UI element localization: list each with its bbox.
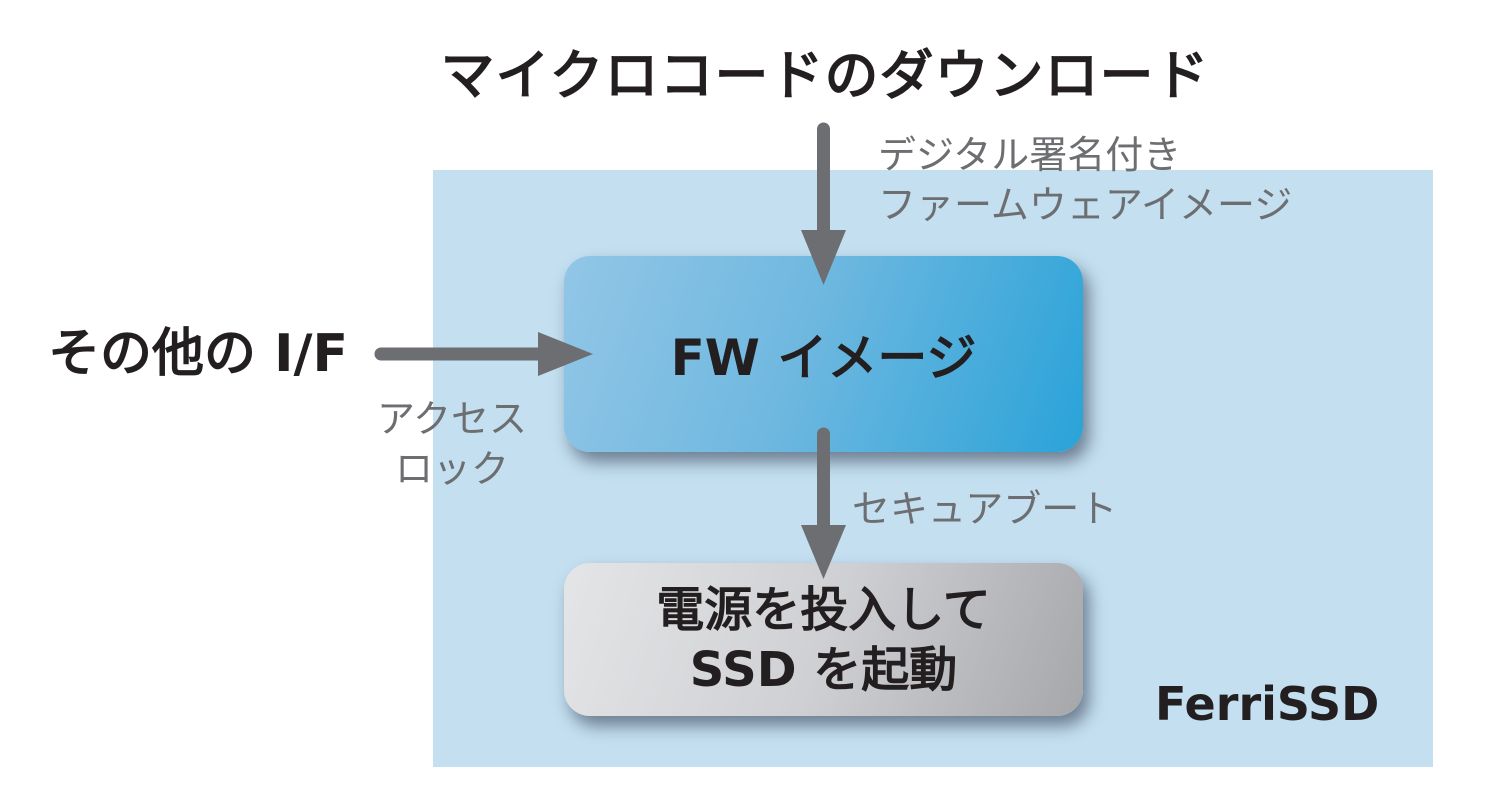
secure-boot-label: セキュアブート xyxy=(852,487,1118,531)
power-on-boot-box: 電源を投入して SSD を起動 xyxy=(564,563,1083,716)
access-lock-label-line1: アクセス xyxy=(376,397,528,441)
signed-firmware-label: デジタル署名付き ファームウェアイメージ xyxy=(878,130,1292,230)
boot-box-line2: SSD を起動 xyxy=(689,641,958,698)
download-arrow-head xyxy=(801,230,846,285)
access-lock-label-line2: ロック xyxy=(394,447,509,491)
diagram-title: マイクロコードのダウンロード xyxy=(440,44,1210,107)
fw-image-box-label: FW イメージ xyxy=(670,329,977,387)
download-arrow xyxy=(801,122,846,285)
secure-boot-arrow-head xyxy=(801,525,846,579)
other-if-arrow-head xyxy=(538,332,593,376)
signed-firmware-label-line1: デジタル署名付き xyxy=(878,133,1182,177)
signed-firmware-label-line2: ファームウェアイメージ xyxy=(878,183,1293,227)
fw-image-box: FW イメージ xyxy=(564,256,1083,452)
other-interface-label: その他の I/F xyxy=(48,324,348,384)
secure-boot-arrow xyxy=(801,427,846,579)
access-lock-label: アクセス ロック xyxy=(362,394,542,494)
other-if-arrow xyxy=(374,332,593,376)
brand-label: FerriSSD xyxy=(1155,677,1380,731)
boot-box-line1: 電源を投入して xyxy=(656,581,991,638)
